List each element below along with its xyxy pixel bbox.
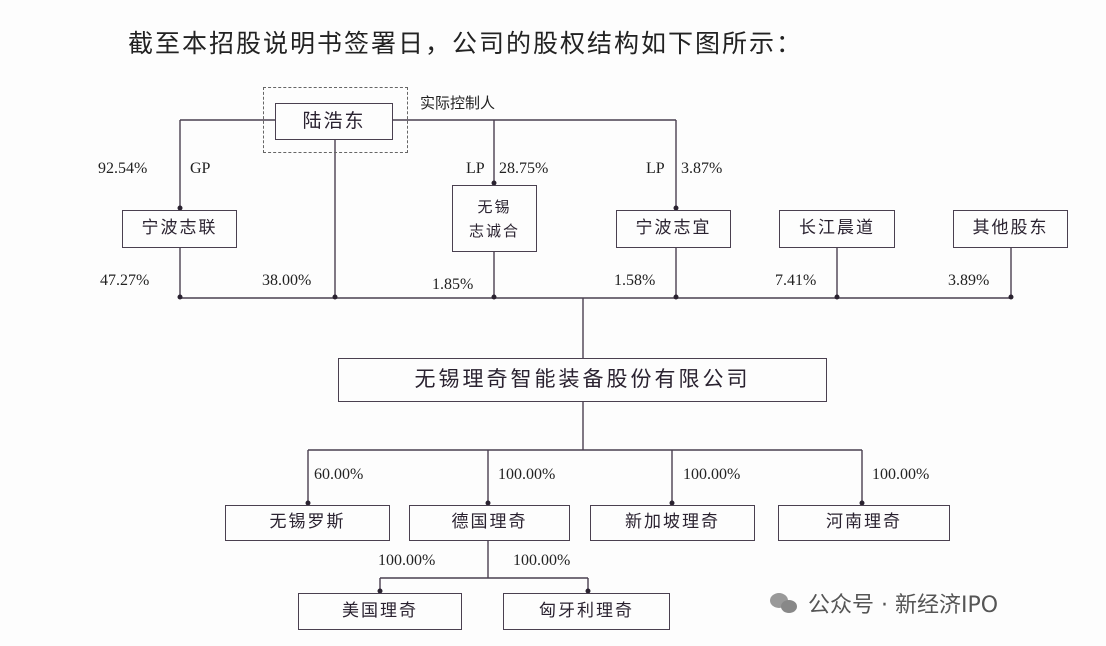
pct-label: 100.00%	[498, 466, 556, 483]
pct-label: 47.27%	[100, 272, 150, 289]
company-box: 无锡理奇智能装备股份有限公司	[338, 358, 827, 402]
pct-label: 3.87%	[681, 160, 723, 177]
pct-label: 7.41%	[775, 272, 817, 289]
watermark-text: 公众号 · 新经济IPO	[808, 593, 999, 618]
controller-box: 陆浩东	[275, 103, 393, 140]
pct-label: 38.00%	[262, 272, 312, 289]
shareholder-box: 宁波志联	[122, 210, 237, 248]
shareholder-box: 宁波志宜	[616, 210, 731, 248]
pct-label: 100.00%	[513, 552, 571, 569]
shareholder-name-line: 志诚合	[468, 221, 520, 240]
shareholder-box: 无锡 志诚合	[452, 185, 537, 252]
shareholder-name-line: 无锡	[477, 197, 512, 216]
subsidiary-box: 无锡罗斯	[225, 505, 390, 541]
subsidiary-box: 河南理奇	[778, 505, 950, 541]
page-title: 截至本招股说明书签署日，公司的股权结构如下图所示：	[128, 29, 804, 58]
shareholder-box: 长江晨道	[779, 210, 895, 248]
pct-label: 28.75%	[499, 160, 549, 177]
subsidiary-box: 德国理奇	[409, 505, 570, 541]
lp-label: LP	[466, 160, 485, 177]
subsidiary-box: 新加坡理奇	[590, 505, 755, 541]
sub-subsidiary-box: 匈牙利理奇	[503, 593, 670, 630]
pct-label: 1.85%	[432, 276, 474, 293]
pct-label: 100.00%	[683, 466, 741, 483]
watermark: 公众号 · 新经济IPO	[770, 587, 998, 619]
controller-dashed-frame	[263, 87, 408, 153]
pct-label: 60.00%	[314, 466, 364, 483]
shareholder-box: 其他股东	[953, 210, 1068, 248]
wechat-icon	[770, 591, 800, 615]
pct-label: 1.58%	[614, 272, 656, 289]
sub-subsidiary-box: 美国理奇	[298, 593, 462, 630]
pct-label: 100.00%	[378, 552, 436, 569]
controller-label: 实际控制人	[420, 94, 496, 112]
pct-label: 100.00%	[872, 466, 930, 483]
gp-label: GP	[190, 160, 211, 177]
lp-label: LP	[646, 160, 665, 177]
pct-label: 92.54%	[98, 160, 148, 177]
pct-label: 3.89%	[948, 272, 990, 289]
